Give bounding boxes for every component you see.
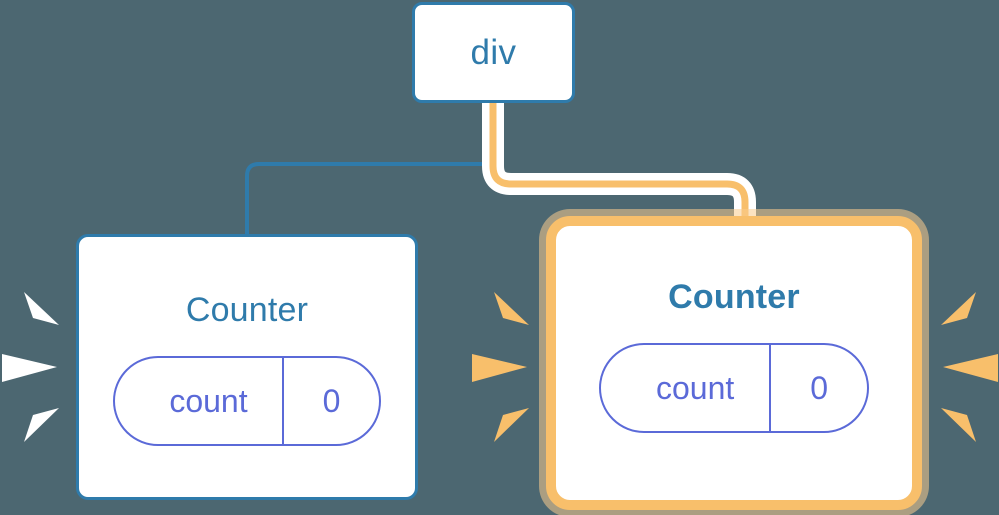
node-div-label: div xyxy=(470,32,517,72)
burst-ray-bottom-icon xyxy=(494,408,529,442)
node-counter-left-label: Counter xyxy=(185,291,309,329)
state-pill-right[interactable]: count 0 xyxy=(599,343,869,433)
burst-ray-top-icon xyxy=(24,292,59,325)
burst-ray-bottom-icon xyxy=(941,408,976,442)
node-counter-right-label: Counter xyxy=(668,278,800,316)
burst-ray-bottom-icon xyxy=(24,408,59,442)
state-key-left: count xyxy=(115,358,284,444)
burst-ray-top-icon xyxy=(494,292,529,325)
burst-ray-top-icon xyxy=(941,292,976,325)
node-counter-left[interactable]: Counter count 0 xyxy=(76,234,418,500)
burst-right-counter-left-orange xyxy=(472,282,542,452)
edge-div-to-right-counter xyxy=(489,103,749,238)
burst-ray-middle-icon xyxy=(943,354,998,382)
state-value-right: 0 xyxy=(810,369,829,406)
burst-ray-middle-icon xyxy=(472,354,527,382)
node-div[interactable]: div xyxy=(412,2,575,103)
burst-right-counter-right-orange xyxy=(928,282,998,452)
state-value-left: 0 xyxy=(322,382,341,419)
edge-div-to-left-counter xyxy=(245,103,495,234)
burst-left-counter-white xyxy=(2,282,72,452)
burst-ray-middle-icon xyxy=(2,354,57,382)
state-pill-left[interactable]: count 0 xyxy=(113,356,381,446)
state-key-right: count xyxy=(601,345,772,431)
node-counter-right[interactable]: Counter count 0 xyxy=(546,216,922,510)
